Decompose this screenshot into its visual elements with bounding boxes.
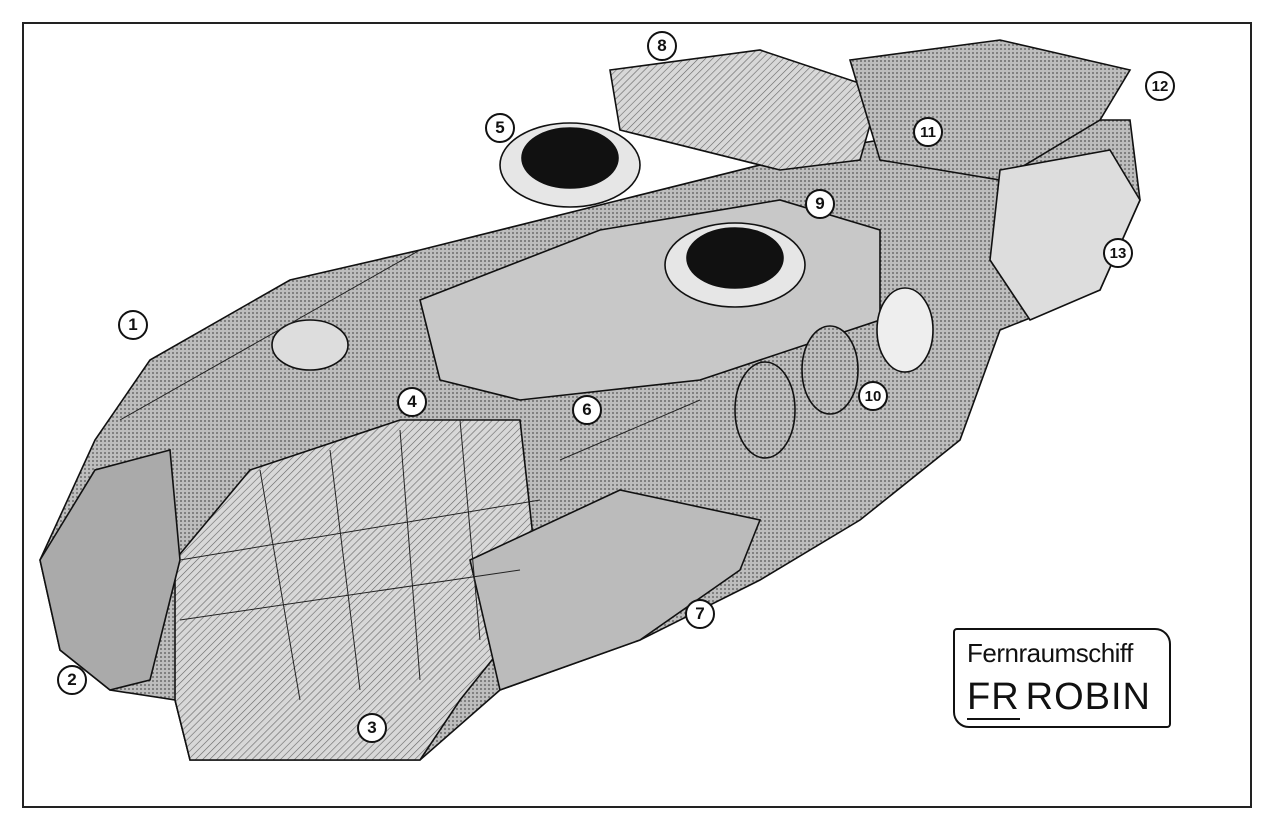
callout-11: 11 xyxy=(913,117,943,147)
callout-5: 5 xyxy=(485,113,515,143)
bridge-module xyxy=(609,49,881,171)
illustration-frame xyxy=(22,22,1252,808)
callout-1: 1 xyxy=(118,310,148,340)
callout-9: 9 xyxy=(805,189,835,219)
callout-10: 10 xyxy=(858,381,888,411)
ship-name-text: ROBIN xyxy=(1025,676,1152,718)
engine-pod xyxy=(989,149,1141,321)
lower-bay xyxy=(469,489,762,692)
title-line-1: Fernraumschiff xyxy=(967,638,1133,668)
port-nose xyxy=(39,448,181,691)
callout-3: 3 xyxy=(357,713,387,743)
callout-4: 4 xyxy=(397,387,427,417)
callout-7: 7 xyxy=(685,599,715,629)
callout-12: 12 xyxy=(1145,71,1175,101)
callout-2: 2 xyxy=(57,665,87,695)
callout-8: 8 xyxy=(647,31,677,61)
callout-6: 6 xyxy=(572,395,602,425)
ship-prefix-logo: FR xyxy=(967,676,1020,720)
callout-13: 13 xyxy=(1103,238,1133,268)
